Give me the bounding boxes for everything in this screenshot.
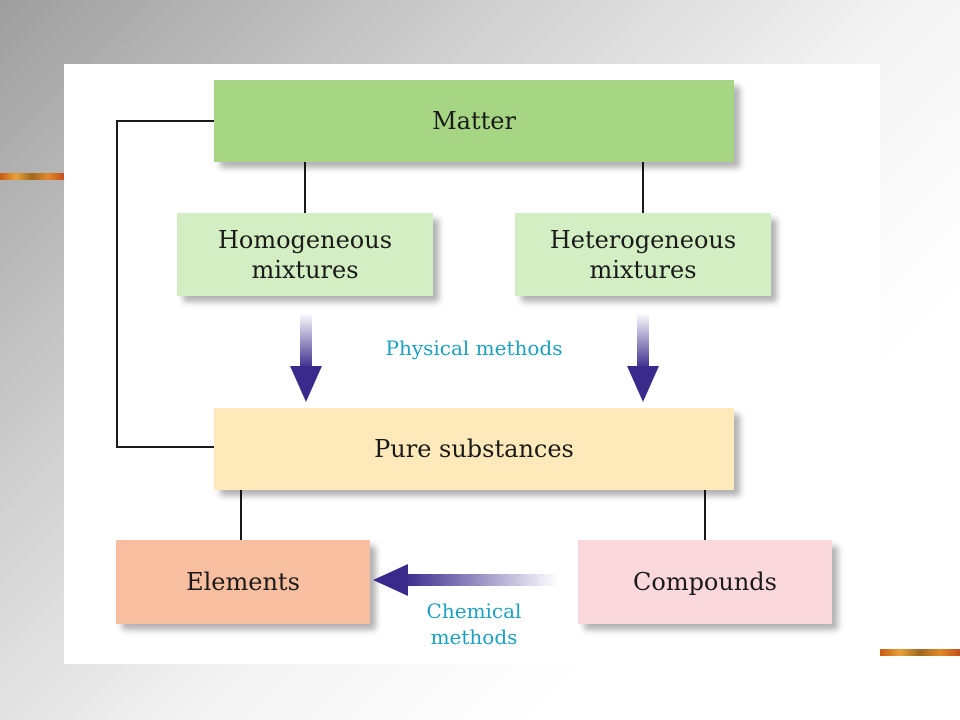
decorative-bar-left (0, 173, 64, 180)
arrow-down-homogeneous (290, 313, 322, 402)
connector-matter-homogeneous (304, 162, 306, 214)
arrow-down-heterogeneous (627, 313, 659, 402)
diagram-canvas: Matter Homogeneous mixtures Heterogeneou… (64, 64, 880, 664)
connector-loop-side (116, 120, 118, 448)
chemical-methods-label: Chemical methods (426, 599, 522, 649)
connector-pure-compounds (704, 490, 706, 540)
connector-matter-heterogeneous (642, 162, 644, 214)
heterogeneous-mixtures-box: Heterogeneous mixtures (515, 213, 771, 296)
matter-box: Matter (214, 80, 734, 162)
compounds-box: Compounds (578, 540, 832, 624)
arrows-layer (290, 313, 659, 596)
elements-box: Elements (116, 540, 370, 624)
homogeneous-mixtures-box: Homogeneous mixtures (177, 213, 433, 296)
decorative-bar-right (880, 649, 960, 656)
pure-substances-box: Pure substances (214, 408, 734, 490)
physical-methods-label: Physical methods (385, 336, 563, 360)
connector-loop-top (116, 120, 214, 122)
connector-pure-elements (240, 490, 242, 540)
connector-loop-bottom (116, 446, 214, 448)
arrow-left-compounds-to-elements (373, 564, 558, 596)
